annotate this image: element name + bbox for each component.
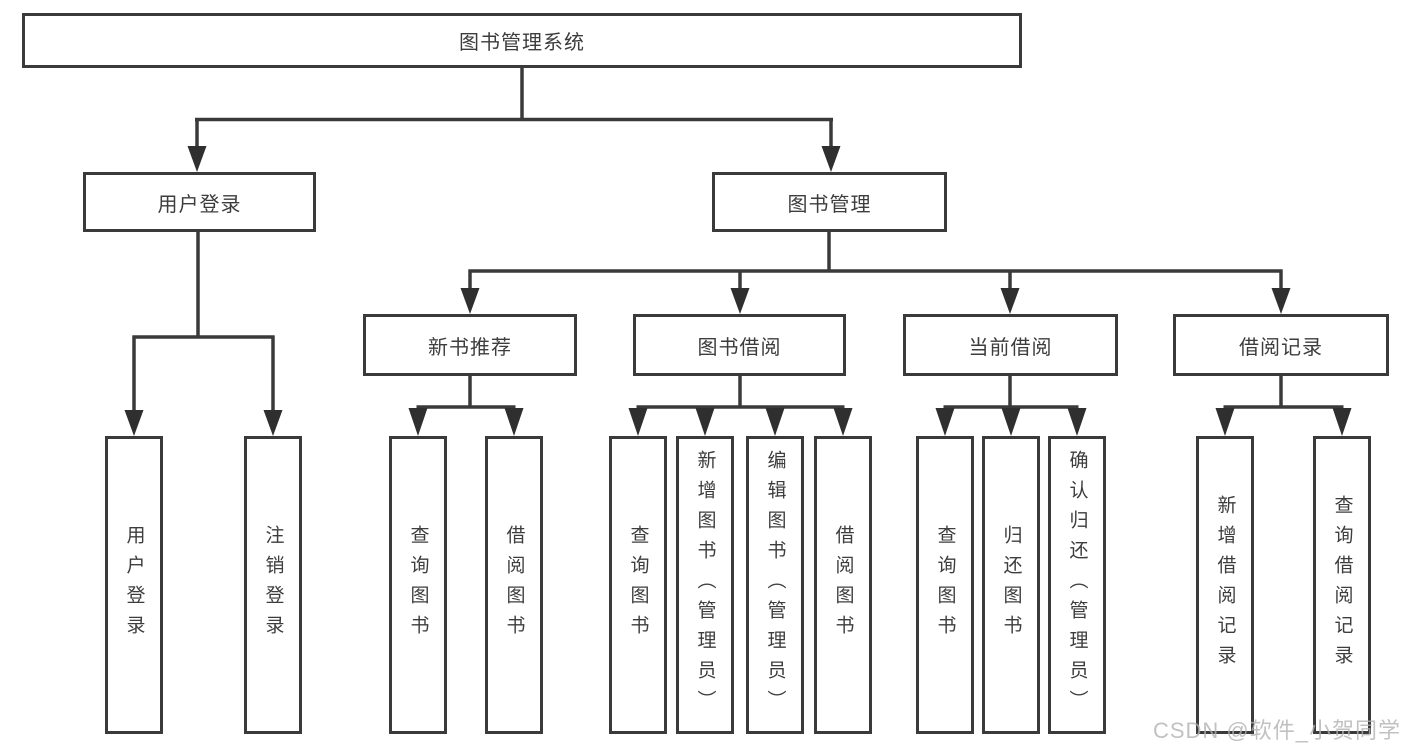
leaf-current-confirm-return-admin-label: 确认归还（管理员） (1066, 450, 1088, 720)
connector-root-to-level2 (187, 66, 841, 172)
connector-current-to-leaves (935, 375, 1087, 436)
leaf-logout: 注销登录 (244, 436, 302, 734)
leaf-current-query-books: 查询图书 (916, 436, 974, 734)
csdn-watermark: CSDN @软件_小贺同学 (1152, 718, 1401, 743)
leaf-borrow-query-books: 查询图书 (609, 436, 667, 734)
leaf-borrow-edit-books-admin-label: 编辑图书（管理员） (764, 450, 786, 720)
leaf-recommend-borrow-books: 借阅图书 (485, 436, 543, 734)
leaf-records-add-record: 新增借阅记录 (1196, 436, 1254, 734)
node-borrow-records-label: 借阅记录 (1239, 336, 1323, 359)
node-library-system: 图书管理系统 (22, 13, 1022, 68)
leaf-current-return-books-label: 归还图书 (1000, 525, 1022, 645)
connector-borrow-to-leaves (628, 375, 853, 436)
leaf-user-login: 用户登录 (105, 436, 163, 734)
leaf-current-query-books-label: 查询图书 (934, 525, 956, 645)
node-current-borrow-label: 当前借阅 (968, 336, 1053, 359)
leaf-borrow-query-books-label: 查询图书 (627, 525, 649, 645)
node-user-login-label: 用户登录 (157, 193, 242, 216)
connector-recommend-to-leaves (408, 375, 524, 436)
leaf-records-query-record-label: 查询借阅记录 (1331, 495, 1353, 675)
connector-user-login-to-leaves (124, 231, 283, 436)
leaf-logout-label: 注销登录 (262, 525, 284, 645)
leaf-current-return-books: 归还图书 (982, 436, 1040, 734)
node-current-borrow: 当前借阅 (903, 314, 1118, 376)
leaf-borrow-add-books-admin-label: 新增图书（管理员） (694, 450, 716, 720)
connector-records-to-leaves (1215, 375, 1352, 436)
leaf-user-login-label: 用户登录 (123, 525, 145, 645)
leaf-borrow-add-books-admin: 新增图书（管理员） (676, 436, 734, 734)
leaf-current-confirm-return-admin: 确认归还（管理员） (1048, 436, 1106, 734)
node-book-borrow-label: 图书借阅 (697, 336, 782, 359)
leaf-recommend-borrow-books-label: 借阅图书 (503, 525, 525, 645)
node-book-management-label: 图书管理 (787, 193, 872, 216)
leaf-records-query-record: 查询借阅记录 (1313, 436, 1371, 734)
leaf-borrow-borrow-books: 借阅图书 (814, 436, 872, 734)
node-book-management: 图书管理 (712, 172, 947, 232)
node-library-system-label: 图书管理系统 (459, 32, 585, 54)
connector-book-mgmt-to-level3 (460, 231, 1291, 314)
leaf-records-add-record-label: 新增借阅记录 (1214, 495, 1236, 675)
node-new-book-recommend: 新书推荐 (363, 314, 577, 376)
leaf-recommend-query-books-label: 查询图书 (407, 525, 429, 645)
node-user-login: 用户登录 (83, 172, 316, 232)
leaf-recommend-query-books: 查询图书 (389, 436, 447, 734)
node-borrow-records: 借阅记录 (1173, 314, 1389, 376)
node-new-book-recommend-label: 新书推荐 (428, 336, 512, 359)
leaf-borrow-edit-books-admin: 编辑图书（管理员） (746, 436, 804, 734)
leaf-borrow-borrow-books-label: 借阅图书 (832, 525, 854, 645)
node-book-borrow: 图书借阅 (633, 314, 846, 376)
